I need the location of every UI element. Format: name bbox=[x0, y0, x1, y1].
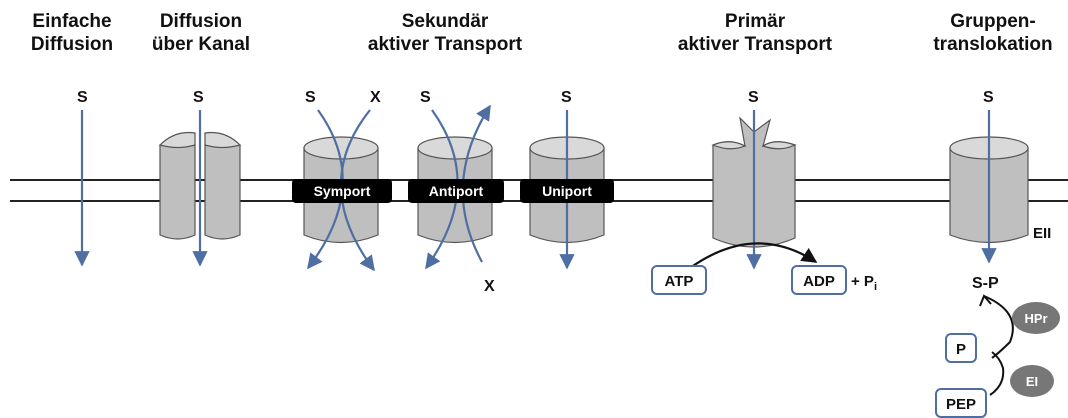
uniport-transporter: S Uniport bbox=[520, 89, 614, 270]
primary-active-transport: S ATP ADP + Pi bbox=[651, 89, 877, 295]
header-primary-line2: aktiver Transport bbox=[677, 34, 833, 55]
header-group-line1: Gruppen- bbox=[950, 11, 1036, 32]
phospho-relay-arc-1 bbox=[983, 295, 1014, 359]
uniport-label: Uniport bbox=[542, 183, 592, 199]
symport-label: Symport bbox=[314, 183, 371, 199]
channel-protein bbox=[158, 131, 242, 240]
eii-label: EII bbox=[1033, 225, 1051, 242]
header-simple-diffusion: Einfache Diffusion bbox=[16, 10, 128, 56]
substrate-label-primary: S bbox=[748, 89, 759, 106]
header-primary-active: Primär aktiver Transport bbox=[650, 10, 860, 56]
header-secondary-line1: Sekundär bbox=[401, 11, 489, 32]
header-secondary-line2: aktiver Transport bbox=[367, 34, 523, 55]
uniport-tag bbox=[520, 179, 614, 203]
substrate-label-symport: S bbox=[305, 89, 316, 106]
antiport-label: Antiport bbox=[429, 183, 484, 199]
substrate-label-antiport: S bbox=[420, 89, 431, 106]
header-primary-line1: Primär bbox=[724, 11, 786, 32]
symport-tag bbox=[292, 179, 392, 203]
substrate-label-simple: S bbox=[77, 89, 88, 106]
header-channel-line1: Diffusion bbox=[159, 11, 243, 32]
channel-diffusion: S bbox=[158, 89, 242, 267]
symport-transporter: S X Symport bbox=[292, 89, 392, 272]
antiport-transporter: S X Antiport bbox=[408, 89, 504, 295]
cosubstrate-label-antiport: X bbox=[484, 278, 495, 295]
adp-label: ADP bbox=[803, 273, 835, 290]
cosubstrate-label-symport: X bbox=[370, 89, 381, 106]
hpr-enzyme bbox=[1012, 302, 1060, 334]
phospho-relay-arrowhead-1 bbox=[979, 294, 992, 307]
phosphate-label: + Pi bbox=[851, 273, 877, 293]
group-translocation: S EII S-P HPr P EI PEP bbox=[935, 89, 1060, 418]
atp-box bbox=[651, 265, 707, 295]
simple-diffusion: S bbox=[74, 89, 90, 267]
pep-label: PEP bbox=[946, 396, 976, 413]
header-channel-diffusion: Diffusion über Kanal bbox=[136, 10, 266, 56]
header-simple-line1: Einfache bbox=[32, 11, 112, 32]
substrate-label-channel: S bbox=[193, 89, 204, 106]
pep-box bbox=[935, 388, 987, 418]
header-group-line2: translokation bbox=[933, 34, 1053, 55]
header-secondary-active: Sekundär aktiver Transport bbox=[330, 10, 560, 56]
ei-label: EI bbox=[1026, 374, 1038, 389]
adp-box bbox=[791, 265, 847, 295]
hpr-label: HPr bbox=[1024, 311, 1047, 326]
phospho-relay-arc-2 bbox=[989, 351, 1005, 396]
header-group-translocation: Gruppen- translokation bbox=[920, 10, 1066, 56]
atp-hydrolysis-arrow bbox=[689, 242, 818, 269]
substrate-label-group: S bbox=[983, 89, 994, 106]
p-label: P bbox=[956, 341, 966, 358]
ei-enzyme bbox=[1010, 365, 1054, 397]
sp-label: S-P bbox=[972, 275, 999, 292]
header-simple-line2: Diffusion bbox=[30, 34, 114, 55]
antiport-tag bbox=[408, 179, 504, 203]
atp-label: ATP bbox=[665, 273, 694, 290]
p-box bbox=[945, 333, 977, 363]
header-channel-line2: über Kanal bbox=[151, 34, 251, 55]
substrate-label-uniport: S bbox=[561, 89, 572, 106]
